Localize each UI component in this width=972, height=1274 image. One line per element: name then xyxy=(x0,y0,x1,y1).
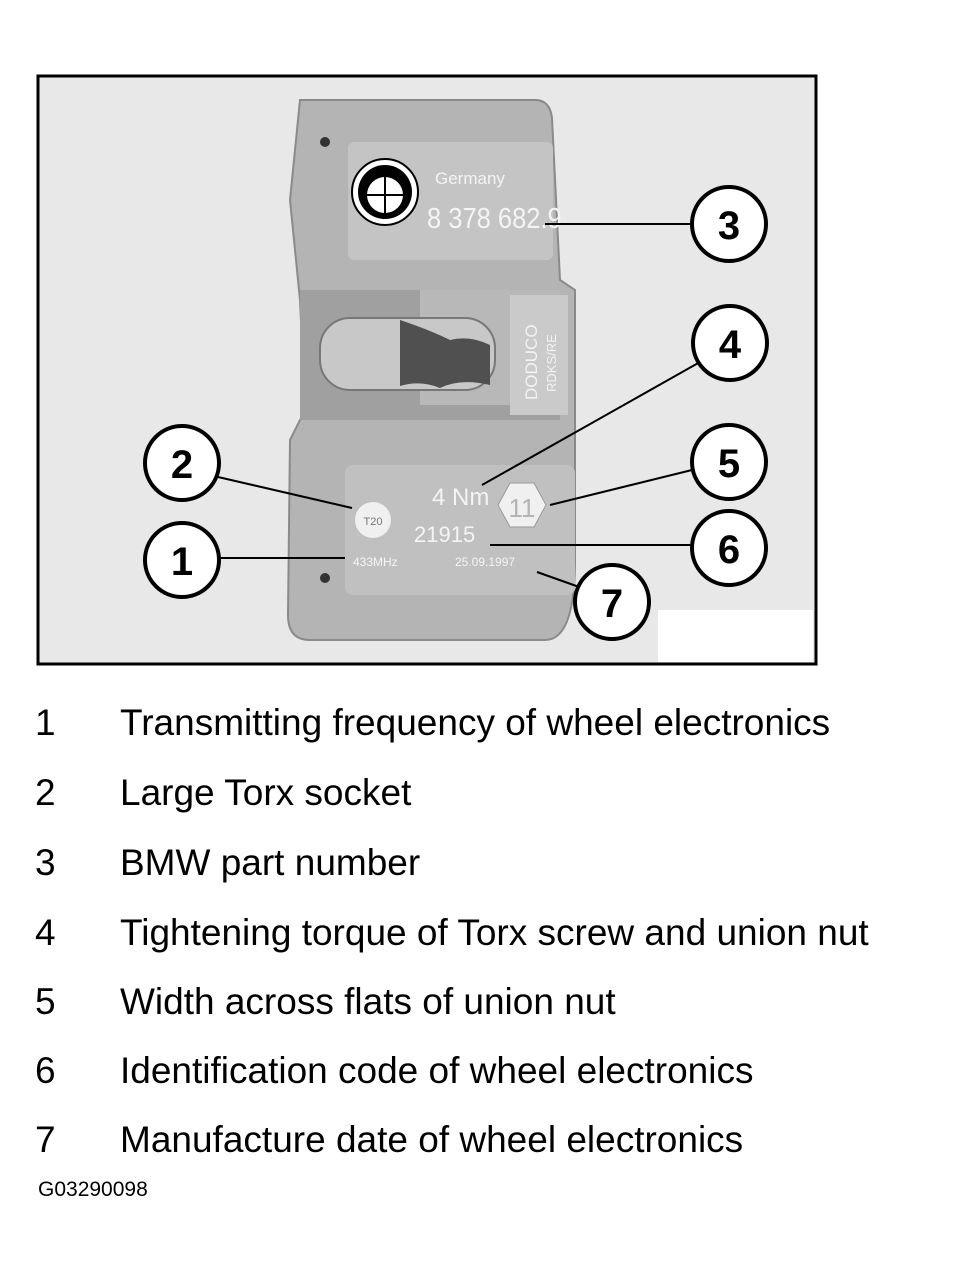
callout-4: 4 xyxy=(691,304,769,382)
legend-text: Identification code of wheel electronics xyxy=(120,1050,754,1091)
brand-text: Germany xyxy=(435,169,505,188)
svg-text:6: 6 xyxy=(718,528,740,572)
legend-text: Tightening torque of Torx screw and unio… xyxy=(120,912,869,953)
figure-id: G03290098 xyxy=(38,1178,148,1201)
torx-size-text: T20 xyxy=(364,516,383,528)
legend-number: 7 xyxy=(35,1119,56,1160)
nut-size-hex-icon: 11 xyxy=(497,482,547,528)
torx-socket-icon: T20 xyxy=(355,502,391,538)
legend-number: 3 xyxy=(35,842,56,883)
leader-lines xyxy=(217,223,701,589)
legend-text: Width across flats of union nut xyxy=(120,981,616,1022)
legend-text: Transmitting frequency of wheel electron… xyxy=(120,702,831,743)
maker-submark-text: RDKS/RE xyxy=(544,334,559,392)
part-number-text: 8 378 682.9 xyxy=(427,201,562,234)
maker-mark-text: DODUCO xyxy=(522,324,541,400)
torque-text: 4 Nm xyxy=(432,484,489,511)
callout-7: 7 xyxy=(573,563,651,641)
callout-5: 5 xyxy=(690,423,768,501)
bmw-logo xyxy=(351,158,419,226)
sensor-diagram: Germany 8 378 682.9 DODUCO RDKS/RE 4 Nm … xyxy=(36,74,818,666)
nut-size-text: 11 xyxy=(509,493,536,523)
legend-number: 1 xyxy=(35,702,56,743)
id-code-text: 21915 xyxy=(414,522,475,547)
callout-3: 3 xyxy=(690,185,768,263)
legend-text: Large Torx socket xyxy=(120,772,412,813)
legend-number: 2 xyxy=(35,772,56,813)
callout-2: 2 xyxy=(143,424,221,502)
legend-number: 4 xyxy=(35,912,56,953)
legend-number: 6 xyxy=(35,1050,56,1091)
svg-text:4: 4 xyxy=(719,323,742,367)
frequency-text: 433MHz xyxy=(353,555,398,569)
date-text: 25.09.1997 xyxy=(455,555,515,569)
callout-1: 1 xyxy=(143,521,221,599)
callout-6: 6 xyxy=(690,509,768,587)
legend-number: 5 xyxy=(35,981,56,1022)
legend-text: Manufacture date of wheel electronics xyxy=(120,1119,744,1160)
photo-corner-patch xyxy=(658,610,813,662)
svg-text:7: 7 xyxy=(601,582,623,626)
legend-text: BMW part number xyxy=(120,842,421,883)
svg-text:1: 1 xyxy=(171,540,193,584)
svg-text:2: 2 xyxy=(171,443,193,487)
svg-text:5: 5 xyxy=(718,442,740,486)
svg-text:3: 3 xyxy=(718,204,740,248)
